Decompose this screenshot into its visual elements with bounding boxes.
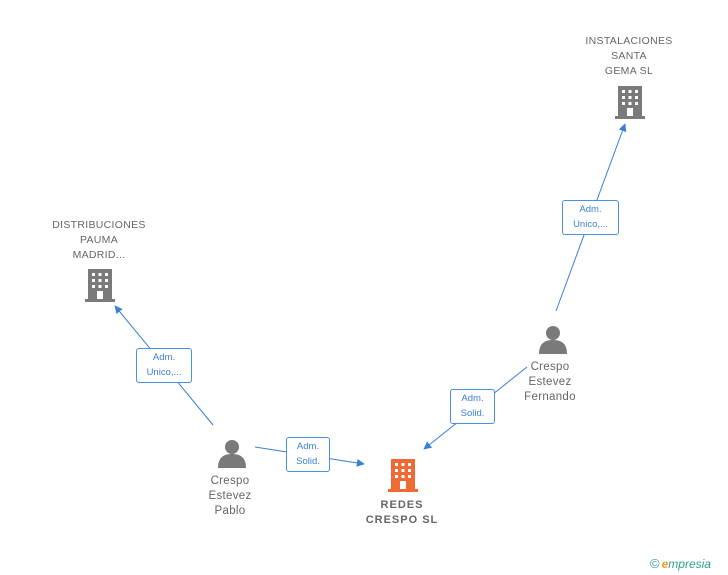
- edge-label-fernando-redes[interactable]: Adm. Solid.: [450, 389, 495, 424]
- edge-label-pablo-redes[interactable]: Adm. Solid.: [286, 437, 330, 472]
- label-line: Fernando: [524, 391, 576, 403]
- label-line: DISTRIBUCIONES: [52, 219, 146, 231]
- edge-label-line: Unico,...: [573, 219, 608, 230]
- building-icon[interactable]: [615, 86, 645, 119]
- edge-label-line: Adm.: [152, 352, 176, 363]
- person-icon[interactable]: [218, 440, 246, 468]
- building-icon[interactable]: [85, 269, 115, 302]
- company-label-redes[interactable]: REDES CRESPO SL: [342, 498, 462, 528]
- edge-label-line: Adm.: [579, 204, 602, 215]
- edge-label-line: Solid.: [296, 456, 320, 467]
- edge-label-fernando-instalaciones[interactable]: Adm. Unico,...: [562, 200, 619, 235]
- edge-label-line: Adm.: [461, 393, 484, 404]
- company-label-distribuciones[interactable]: DISTRIBUCIONES PAUMA MADRID...: [39, 218, 159, 263]
- label-line: CRESPO SL: [365, 514, 439, 526]
- person-label-fernando[interactable]: Crespo Estevez Fernando: [500, 360, 600, 405]
- label-line: PAUMA: [79, 234, 119, 246]
- edge-label-pablo-distribuciones[interactable]: Adm. Unico,...: [136, 348, 192, 383]
- company-label-instalaciones[interactable]: INSTALACIONES SANTA GEMA SL: [569, 34, 689, 79]
- copyright-symbol: ©: [650, 556, 660, 571]
- label-line: Crespo: [530, 361, 570, 373]
- brand-e: e: [661, 557, 669, 571]
- brand-name: mpresia: [668, 557, 711, 571]
- label-line: INSTALACIONES: [585, 35, 673, 47]
- edge-label-line: Solid.: [460, 408, 485, 419]
- label-line: Estevez: [528, 376, 572, 388]
- brand-logo: ©empresia: [650, 556, 711, 571]
- building-icon[interactable]: [388, 459, 418, 492]
- label-line: MADRID...: [72, 249, 126, 261]
- person-label-pablo[interactable]: Crespo Estevez Pablo: [180, 474, 280, 519]
- edge-label-line: Adm.: [296, 441, 320, 452]
- label-line: REDES: [380, 499, 424, 511]
- person-icon[interactable]: [539, 326, 567, 354]
- label-line: SANTA: [611, 50, 647, 62]
- label-line: Crespo: [210, 475, 250, 487]
- edge-label-line: Unico,...: [146, 367, 182, 378]
- label-line: Pablo: [214, 505, 246, 517]
- label-line: GEMA SL: [604, 65, 654, 77]
- label-line: Estevez: [208, 490, 252, 502]
